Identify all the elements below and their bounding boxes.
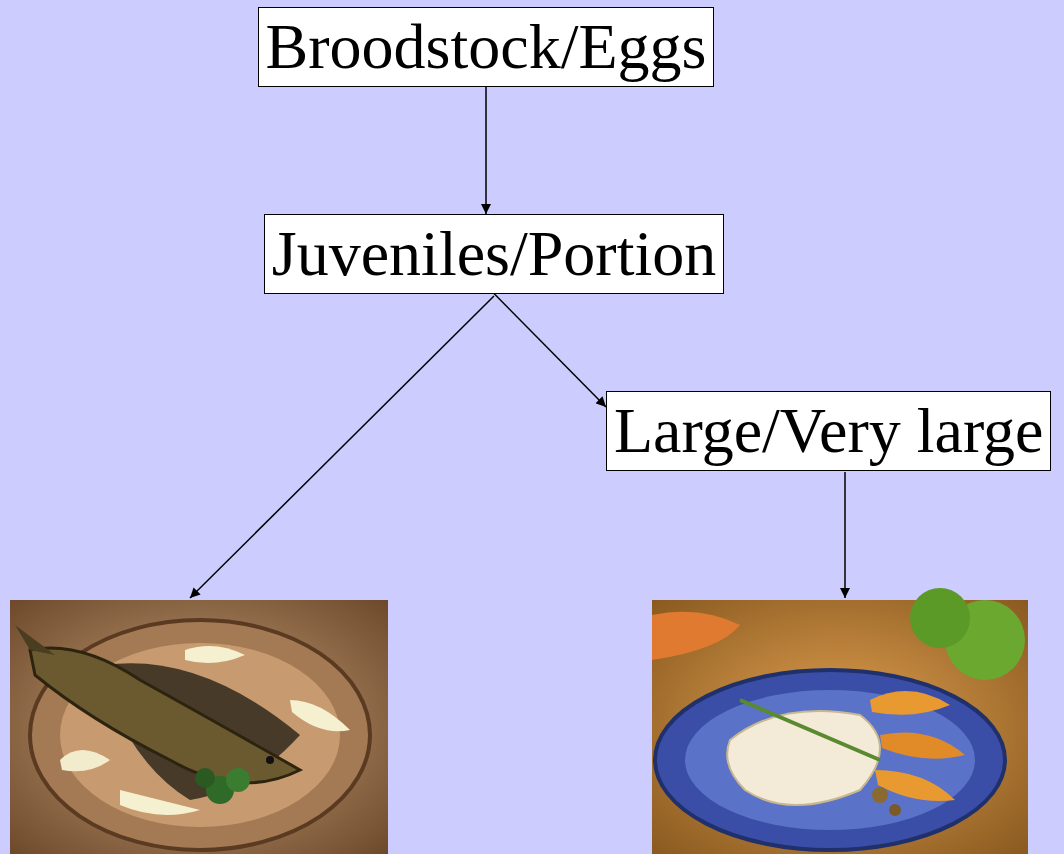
flow-arrow	[494, 294, 606, 407]
branch-arrow	[844, 472, 846, 598]
process-box: Juveniles/Portion	[264, 214, 724, 294]
branch-arrow	[190, 296, 494, 598]
flow-arrow	[485, 87, 487, 214]
fillet-dish-picture	[652, 588, 1028, 854]
process-box: Broodstock/Eggs	[258, 7, 715, 87]
box-label: Juveniles/Portion	[272, 217, 716, 291]
process-box: Large/Very large	[606, 391, 1051, 471]
box-label: Large/Very large	[614, 394, 1043, 468]
box-label: Broodstock/Eggs	[266, 10, 707, 84]
trout-dish-picture	[10, 600, 388, 854]
